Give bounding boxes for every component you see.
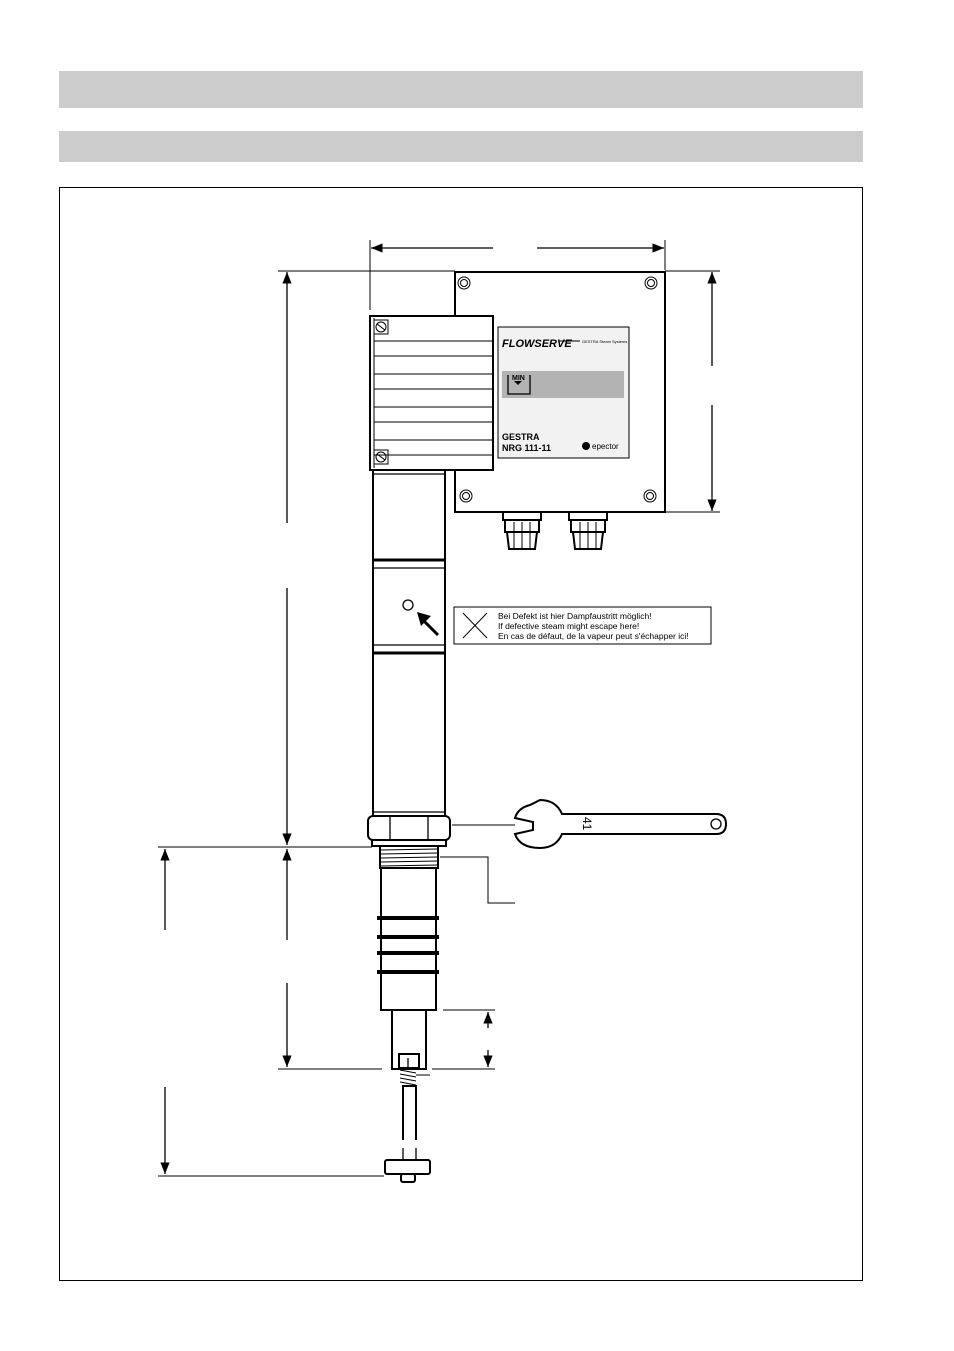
leader-thread [440,856,515,904]
warning-box [453,606,712,645]
terminal-housing [369,271,666,550]
wrench-icon [513,798,728,850]
cable-gland-right [568,511,608,550]
dim-plate-distance [158,849,384,1177]
dim-housing-height [665,270,720,513]
arrow-down-icon [514,381,522,385]
dim-total-upper [278,270,455,845]
electrode-tip-plate [384,1159,431,1175]
screw-icon [459,489,473,503]
warning-line-en: If defective steam might escape here! [498,621,639,631]
electrode-tube [372,469,446,817]
sub-brand-label: epector [592,442,619,451]
screw-icon [373,449,389,465]
dim-width-top [369,240,666,310]
brand-subtitle: GESTRA Steam Systems [582,339,627,344]
warning-line-fr: En cas de défaut, de la vapeur peut s'éc… [498,631,689,641]
header-bar-secondary [59,131,863,162]
maker-label: GESTRA [502,432,540,442]
warning-line-de: Bei Defekt ist hier Dampfaustritt möglic… [498,611,652,621]
screw-icon [643,489,657,503]
pointer-arrow-icon [421,618,440,637]
electrode-rod [377,867,439,1183]
indicator-label: MIN [512,375,525,382]
screw-icon [644,276,658,290]
brand-logo: FLOWSERVE [502,338,572,350]
drawing-frame [59,187,863,1281]
epector-logo-icon [582,442,590,450]
model-label: NRG 111-11 [502,443,551,453]
dim-electrode-tip [432,1009,495,1070]
screw-icon [373,319,389,335]
hex-nut [367,815,451,847]
dim-insertion-length [278,849,382,1070]
wrench-size-label: 41 [580,817,594,831]
header-bar-primary [59,71,863,108]
min-level-icon [507,375,531,395]
vent-hole [402,599,414,611]
cable-gland-left [502,511,542,550]
screw-thread [379,845,439,869]
screw-icon [457,276,471,290]
